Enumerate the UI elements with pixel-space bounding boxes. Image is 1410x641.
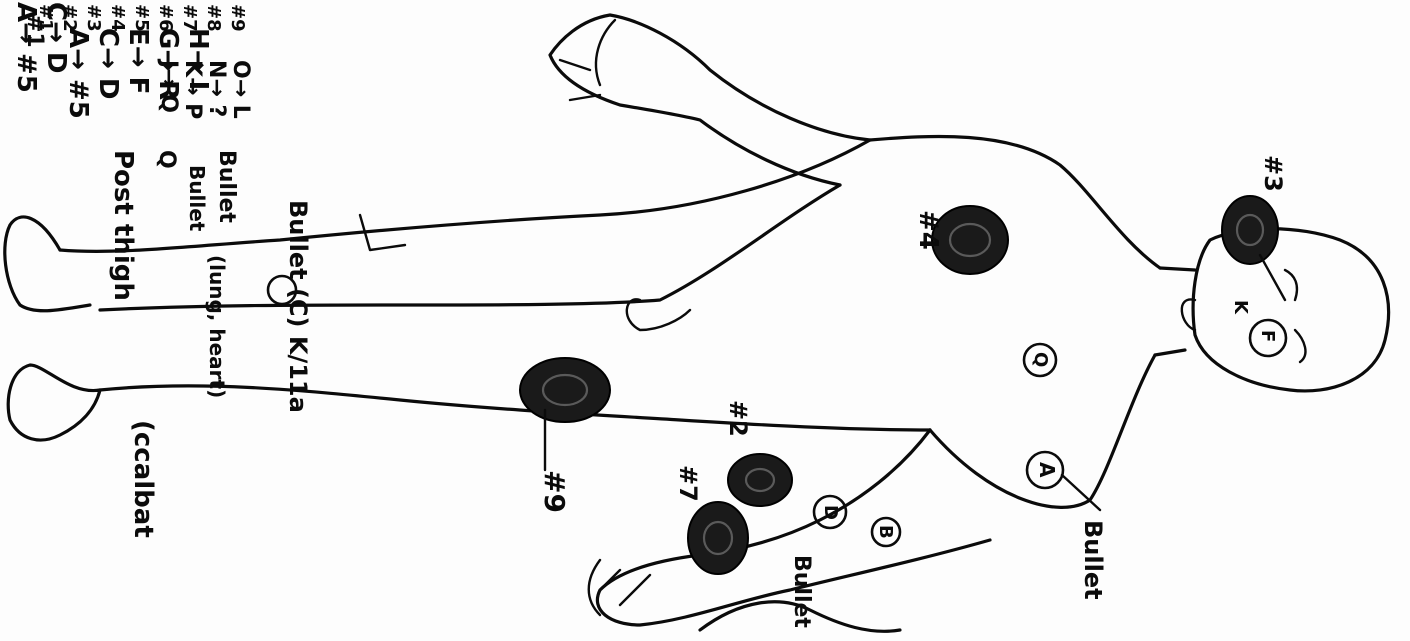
label-circle-b: B bbox=[875, 525, 896, 539]
note-q: Q bbox=[154, 150, 179, 169]
legend-mapping-6: J→ Q bbox=[156, 58, 181, 113]
note-post-thigh: Post thigh bbox=[108, 150, 138, 301]
legend-number-4: #4 bbox=[107, 4, 128, 32]
legend-number-3: #3 bbox=[83, 4, 104, 32]
note-bullet-c: Bullet (C) K/11a bbox=[284, 200, 312, 413]
label-wound-2: #2 bbox=[724, 400, 752, 437]
legend-number-7: #7 bbox=[179, 4, 200, 32]
legend-mapping-9: O→ L bbox=[228, 60, 253, 119]
legend-number-6: #6 bbox=[155, 4, 176, 32]
note-bullet-2: Bullet bbox=[185, 165, 209, 232]
legend-mapping-8: N→ ? bbox=[204, 60, 229, 117]
label-bullet-hand: Bullet bbox=[789, 555, 814, 628]
legend-map-2: C→ D bbox=[93, 28, 123, 100]
note-bullet-1: Bullet bbox=[214, 150, 239, 223]
label-wound-7: #7 bbox=[674, 465, 702, 502]
legend-number-2: #2 bbox=[59, 4, 80, 32]
legend-number-5: #5 bbox=[131, 4, 152, 32]
label-bullet-arm: Bullet bbox=[1079, 520, 1107, 600]
label-circle-q: Q bbox=[1030, 352, 1051, 367]
label-circle-k: K bbox=[1230, 300, 1251, 315]
legend-map-3: E→ F bbox=[123, 28, 153, 94]
legend-number-1: #1 bbox=[35, 4, 56, 32]
legend-number-9: #9 bbox=[227, 4, 248, 32]
label-wound-9: #9 bbox=[538, 470, 571, 513]
label-circle-a: A bbox=[1035, 462, 1059, 478]
legend-mapping-7: K→ P bbox=[180, 60, 205, 119]
label-wound-3: #3 bbox=[1259, 155, 1287, 192]
legend-number-8: #8 bbox=[203, 4, 224, 32]
label-circle-d: D bbox=[820, 505, 841, 520]
legend-map-1: A→ #5 bbox=[63, 28, 93, 119]
label-wound-4: #4 bbox=[913, 210, 943, 250]
note-lcalbat: (ccalbat bbox=[128, 420, 158, 538]
label-circle-f: F bbox=[1257, 330, 1278, 342]
note-lung-heart: (lung, heart) bbox=[205, 255, 229, 398]
